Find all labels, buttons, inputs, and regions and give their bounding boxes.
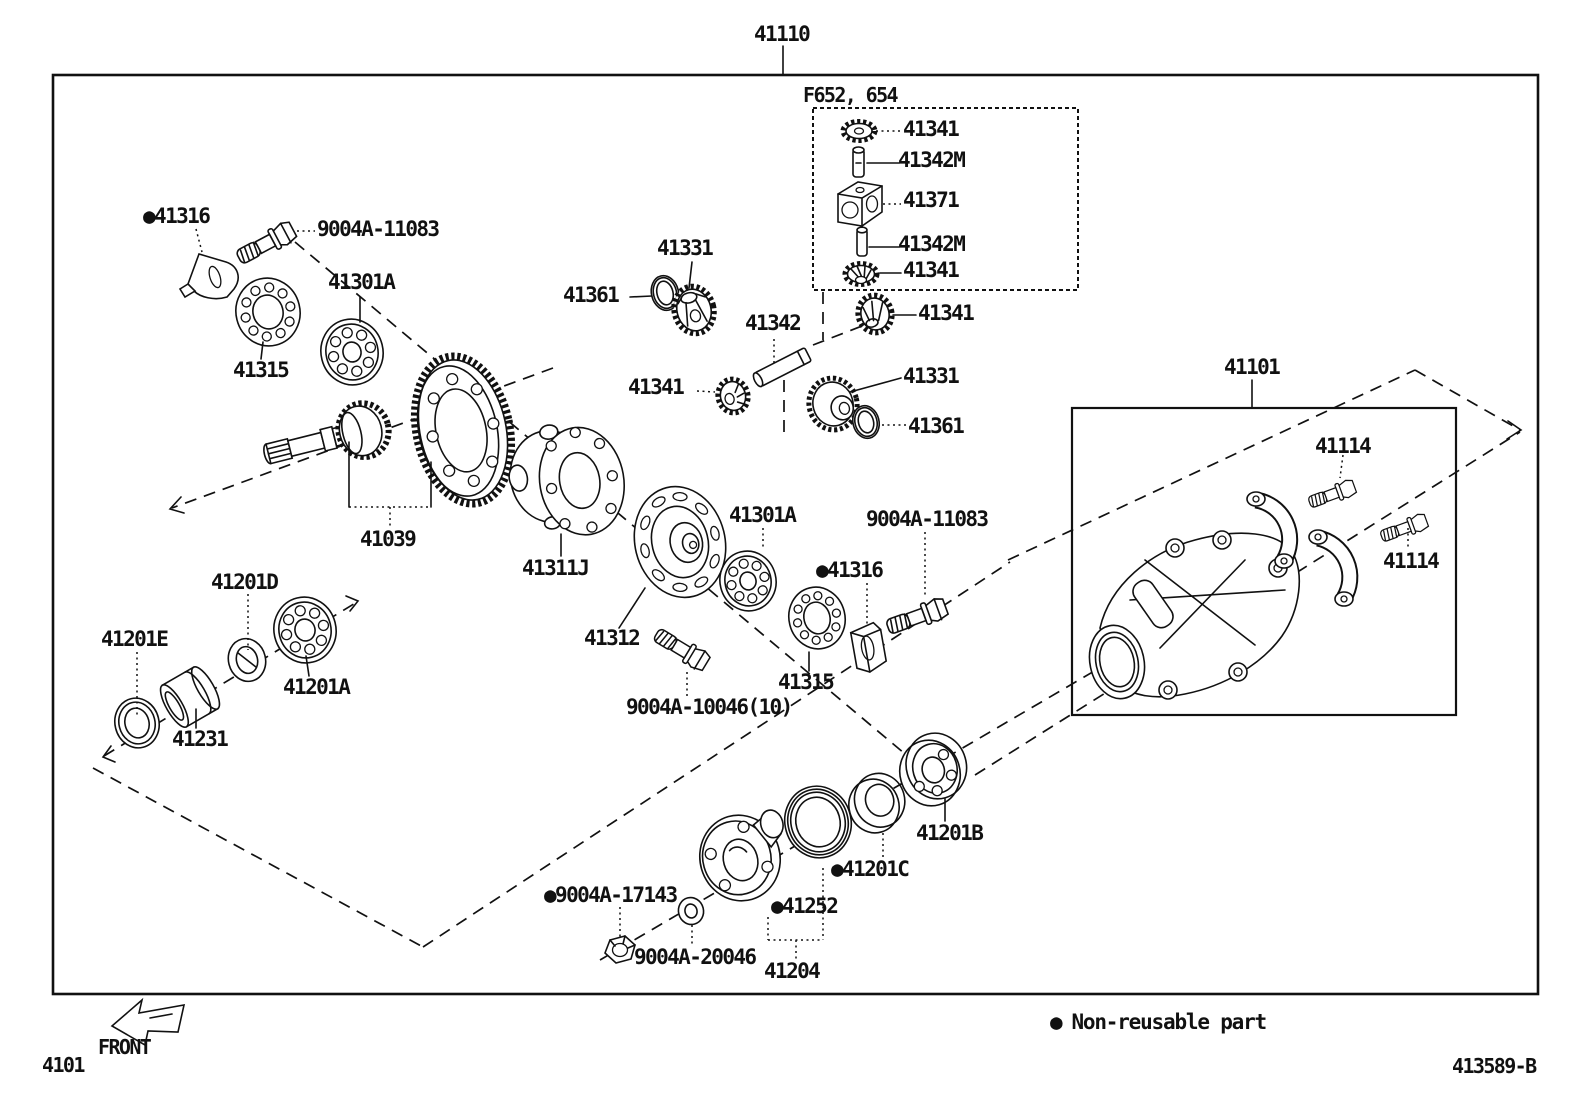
part-bolt-41114-upper [1308, 479, 1358, 508]
part-label-41371: 41371 [903, 188, 960, 212]
part-diff-case-41311j [508, 424, 626, 536]
part-label-41252: ●41252 [771, 894, 839, 918]
part-carrier-housing-41101 [1088, 530, 1301, 700]
front-label: FRONT [98, 1035, 152, 1059]
part-label-41101: 41101 [1224, 355, 1281, 379]
part-washer-41315-left [235, 277, 301, 347]
part-bolt-9004a-10046 [653, 628, 711, 672]
drawing-number-label: 413589-B [1452, 1054, 1537, 1078]
part-label-41316-right: ●41316 [816, 558, 884, 582]
part-label-41342m-box-bottom: 41342M [898, 232, 966, 256]
part-label-41201c: ●41201C [831, 857, 910, 881]
part-label-41331-mid: 41331 [657, 236, 714, 260]
part-side-gear-41331-right [806, 375, 860, 433]
leader-lines [136, 130, 1409, 960]
part-ring-gear-41039 [410, 352, 516, 508]
part-pinion-gear-41341-mid [715, 376, 751, 416]
part-washer-41315-right [788, 586, 846, 650]
part-label-41315-left: 41315 [233, 358, 290, 382]
part-dust-deflector-41252 [783, 785, 853, 859]
part-side-gear-41341-bottom [842, 261, 880, 287]
part-pinion-gear-41341-right [855, 292, 895, 336]
part-label-41361-mid: 41361 [563, 283, 620, 307]
part-label-9004a-20046: 9004A-20046 [634, 945, 757, 969]
front-arrow-icon [110, 997, 186, 1047]
part-label-41204: 41204 [764, 959, 821, 983]
part-bearing-41301a-right [719, 550, 777, 612]
part-label-41341-box-bottom: 41341 [903, 258, 960, 282]
part-bearing-41201b [898, 732, 968, 807]
part-label-9004a-11083-right: 9004A-11083 [866, 507, 989, 531]
inset-caption-label: F652, 654 [803, 83, 899, 107]
part-nut-9004a-17143 [604, 935, 636, 964]
part-label-41231: 41231 [172, 727, 229, 751]
part-label-9004a-10046: 9004A-10046(10) [626, 695, 793, 719]
part-label-41361-right: 41361 [908, 414, 965, 438]
part-washer-41201d [227, 637, 267, 683]
part-label-9004a-11083-top: 9004A-11083 [317, 217, 440, 241]
part-spacer-41342m-bottom [856, 226, 868, 257]
part-label-41341-right: 41341 [918, 301, 975, 325]
part-spacer-41342m-top [852, 146, 865, 178]
figure-number-label: 41110 [754, 22, 811, 46]
part-lock-plate-41316 [178, 253, 239, 300]
part-bolt-9004a-11083-right [886, 598, 950, 634]
part-label-41301a-left: 41301A [328, 270, 396, 294]
part-label-41331-right: 41331 [903, 364, 960, 388]
part-label-41201e: 41201E [101, 627, 169, 651]
page-border [51, 73, 1540, 996]
part-spider-41371 [837, 181, 883, 227]
part-label-41114-lower: 41114 [1383, 549, 1440, 573]
part-side-gear-41341-top [840, 119, 878, 143]
part-washer-9004a-20046 [677, 896, 705, 926]
part-thrust-washer-41361-right [851, 404, 881, 440]
part-bearing-cap-2 [1308, 529, 1359, 607]
carrier-box-41101 [1070, 406, 1458, 717]
part-companion-flange-41204 [698, 809, 784, 902]
non-reusable-bullet-icon: ● [1050, 1010, 1063, 1034]
part-adjuster-lock-41316-right [849, 621, 888, 673]
part-label-41312: 41312 [584, 626, 641, 650]
part-bolt-41114-lower [1380, 513, 1430, 542]
legend-non-reusable: ● Non-reusable part [1050, 1010, 1267, 1034]
part-bearing-race-41201c [848, 772, 906, 834]
page-code-label: 4101 [42, 1053, 85, 1077]
part-label-41341-box-top: 41341 [903, 117, 960, 141]
part-side-gear-41331-left [671, 283, 717, 337]
part-label-9004a-17143: ●9004A-17143 [544, 883, 678, 907]
part-oil-seal-41201e [114, 697, 160, 749]
part-bearing-cap-1 [1246, 491, 1299, 569]
part-label-41311j: 41311J [522, 556, 590, 580]
part-drive-pinion-41039 [263, 400, 392, 465]
part-case-cover-41312 [633, 485, 727, 599]
part-label-41201a: 41201A [283, 675, 351, 699]
part-label-41315-right: 41315 [778, 670, 835, 694]
part-label-41341-mid: 41341 [628, 375, 685, 399]
part-label-41342: 41342 [745, 311, 802, 335]
part-label-41039: 41039 [360, 527, 417, 551]
part-bolt-9004a-11083-top [236, 221, 298, 264]
part-label-41301a-center: 41301A [729, 503, 797, 527]
part-spacer-41231 [159, 666, 221, 728]
part-label-41114-upper: 41114 [1315, 434, 1372, 458]
part-label-41201b: 41201B [916, 821, 984, 845]
part-label-41201d: 41201D [211, 570, 279, 594]
part-bearing-41301a-left [320, 318, 384, 386]
part-pinion-shaft-41342 [752, 347, 812, 388]
part-label-41316-top: ●41316 [143, 204, 211, 228]
part-bearing-41201a [273, 596, 337, 664]
legend-text: Non-reusable part [1071, 1010, 1267, 1034]
part-label-41342m-box-top: 41342M [898, 148, 966, 172]
